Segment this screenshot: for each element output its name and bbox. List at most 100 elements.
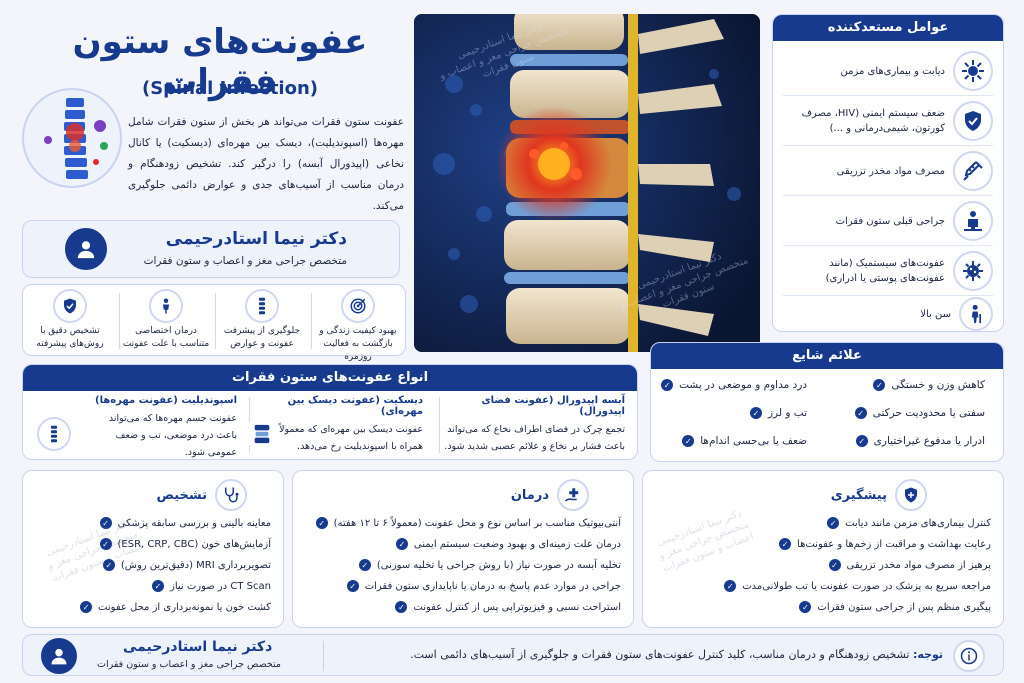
risk-factor-item: مصرف مواد مخدر تزریقی: [783, 149, 993, 193]
diagnosis-header: تشخیص: [156, 479, 247, 511]
risk-factor-label: دیابت و بیماری‌های مزمن: [840, 65, 945, 77]
note-text: تشخیص زودهنگام و درمان مناسب، کلید کنترل…: [410, 648, 910, 661]
symptom-item: ✓ ادرار یا مدفوع غیراختیاری: [855, 435, 985, 447]
diagnosis-item: ✓معاینه بالینی و بررسی سابقه پزشکی: [99, 517, 271, 529]
doctor-role: متخصص جراحی مغز و اعصاب و ستون فقرات: [143, 255, 347, 267]
risk-factor-item: ضعف سیستم ایمنی (HIV، مصرف کورتون، شیمی‌…: [783, 99, 993, 143]
diagnosis-card: تشخیص ✓معاینه بالینی و بررسی سابقه پزشکی…: [22, 470, 284, 628]
infection-type-item: آبسه اپیدورال (عفونت فضای اپیدورال) تجمع…: [439, 395, 625, 457]
diagnosis-item: ✓تصویربرداری MRI (دقیق‌ترین روش): [102, 559, 271, 571]
prevention-item: ✓رعایت بهداشت و مراقبت از زخم‌ها و عفونت…: [779, 538, 991, 550]
info-icon: [953, 640, 985, 672]
risk-factor-label: عفونت‌های سیستمیک (مانند عفونت‌های پوستی…: [825, 258, 945, 284]
disc-icon: [245, 417, 279, 451]
check-icon: ✓: [80, 601, 93, 613]
check-icon: ✓: [99, 517, 112, 529]
infection-type-desc: تجمع چرک در فضای اطراف نخاع که می‌تواند …: [444, 424, 625, 452]
symptom-item: ✓ ضعف یا بی‌حسی اندام‌ها: [682, 435, 807, 447]
check-icon: ✓: [828, 559, 841, 571]
check-icon: ✓: [358, 559, 371, 571]
infection-type-desc: عفونت دیسک بین مهره‌ای که معمولاً همراه …: [279, 424, 423, 452]
infection-type-name: اسپوندیلیت (عفونت مهره‌ها): [95, 395, 237, 406]
risk-factor-item: دیابت و بیماری‌های مزمن: [783, 49, 993, 93]
benefit-label: تشخیص دقیق با روش‌های پیشرفته: [36, 326, 104, 349]
doctor-name: دکتر نیما استادرحیمی: [165, 229, 347, 249]
virus-icon: [953, 51, 993, 91]
shield-check-icon: [53, 289, 87, 323]
page-title: عفونت‌های ستون فقرات: [72, 22, 368, 102]
benefit-item: تشخیص دقیق با روش‌های پیشرفته: [23, 289, 117, 351]
treatment-title: درمان: [510, 487, 549, 503]
doctor-card: دکتر نیما استادرحیمی متخصص جراحی مغز و ا…: [22, 220, 400, 278]
check-icon: ✓: [682, 435, 695, 447]
infection-type-name: آبسه اپیدورال (عفونت فضای اپیدورال): [481, 395, 625, 417]
check-icon: ✓: [99, 538, 112, 550]
surgery-icon: [953, 201, 993, 241]
treatment-item: ✓آنتی‌بیوتیک مناسب بر اساس نوع و محل عفو…: [315, 517, 621, 529]
treatment-card: درمان ✓آنتی‌بیوتیک مناسب بر اساس نوع و م…: [292, 470, 634, 628]
symptom-item: ✓ درد مداوم و موضعی در پشت: [661, 379, 807, 391]
shield-plus-icon: [895, 479, 927, 511]
spine-icon: [245, 289, 279, 323]
target-icon: [341, 289, 375, 323]
prevention-card: پیشگیری ✓کنترل بیماری‌های مزمن مانند دیا…: [642, 470, 1004, 628]
risk-factors-title: عوامل مستعدکننده: [773, 15, 1003, 41]
diagnosis-item: ✓CT Scan در صورت نیاز: [152, 580, 271, 592]
check-icon: ✓: [779, 538, 792, 550]
check-icon: ✓: [724, 580, 737, 592]
treatment-item: ✓درمان علت زمینه‌ای و بهبود وضعیت سیستم …: [395, 538, 621, 550]
check-icon: ✓: [346, 580, 359, 592]
vertebra-icon: [37, 417, 71, 451]
check-icon: ✓: [395, 601, 408, 613]
infection-type-name: دیسکیت (عفونت دیسک بین مهره‌ای): [287, 395, 423, 417]
treatment-item: ✓تخلیه آبسه در صورت نیاز (با روش جراحی ی…: [358, 559, 621, 571]
risk-factor-item: جراحی قبلی ستون فقرات: [783, 199, 993, 243]
note-label: توجه:: [912, 648, 943, 661]
diagnosis-item: ✓آزمایش‌های خون (ESR, CRP, CBC): [99, 538, 271, 550]
stethoscope-icon: [215, 479, 247, 511]
check-icon: ✓: [315, 517, 328, 529]
prevention-header: پیشگیری: [831, 479, 927, 511]
risk-factor-item: سن بالا: [783, 297, 993, 331]
treatment-item: ✓جراحی در موارد عدم پاسخ به درمان یا ناپ…: [346, 580, 621, 592]
treatment-item: ✓استراحت نسبی و فیزیوتراپی پس از کنترل ع…: [395, 601, 621, 613]
benefit-item: بهبود کیفیت زندگی و بازگشت به فعالیت روز…: [311, 289, 405, 364]
doctor-avatar-icon: [65, 228, 107, 270]
benefit-label: جلوگیری از پیشرفت عفونت و عوارض: [223, 326, 301, 349]
risk-factor-item: عفونت‌های سیستمیک (مانند عفونت‌های پوستی…: [783, 249, 993, 293]
page-subtitle: (Spinal Infection): [141, 78, 319, 99]
intro-paragraph: عفونت ستون فقرات می‌تواند هر بخش از ستون…: [128, 116, 404, 212]
symptoms-title: علائم شایع: [651, 343, 1003, 369]
benefit-item: درمان اختصاصی متناسب با علت عفونت: [119, 289, 213, 351]
benefit-label: بهبود کیفیت زندگی و بازگشت به فعالیت روز…: [319, 326, 397, 362]
spine-illustration: [22, 88, 122, 188]
prevention-item: ✓پرهیز از مصرف مواد مخدر تزریقی: [828, 559, 991, 571]
diagnosis-item: ✓کشت خون یا نمونه‌برداری از محل عفونت: [80, 601, 271, 613]
check-icon: ✓: [395, 538, 408, 550]
risk-factor-label: ضعف سیستم ایمنی (HIV، مصرف کورتون، شیمی‌…: [801, 108, 945, 134]
symptom-item: ✓ تب و لرز: [749, 407, 807, 419]
prevention-title: پیشگیری: [830, 487, 887, 503]
diagnosis-title: تشخیص: [156, 487, 207, 503]
shield-check-icon: [953, 101, 993, 141]
syringe-icon: [953, 151, 993, 191]
footer-bar: دکتر نیما استادرحیمی متخصص جراحی مغز و ا…: [22, 634, 1004, 676]
check-icon: ✓: [749, 407, 762, 419]
infection-types-card: انواع عفونت‌های ستون فقرات آبسه اپیدورال…: [22, 364, 638, 460]
infection-type-desc: عفونت جسم مهره‌ها که می‌تواند باعث درد م…: [108, 413, 237, 458]
risk-factors-card: عوامل مستعدکننده دیابت و بیماری‌های مزمن…: [772, 14, 1004, 332]
check-icon: ✓: [799, 601, 812, 613]
risk-factor-label: مصرف مواد مخدر تزریقی: [836, 165, 945, 177]
risk-factor-label: جراحی قبلی ستون فقرات: [835, 215, 945, 227]
benefit-label: درمان اختصاصی متناسب با علت عفونت: [122, 326, 210, 349]
footer-note: توجه: تشخیص زودهنگام و درمان مناسب، کلید…: [410, 648, 943, 661]
benefit-item: جلوگیری از پیشرفت عفونت و عوارض: [215, 289, 309, 351]
check-icon: ✓: [152, 580, 164, 592]
risk-factor-label: سن بالا: [920, 308, 951, 320]
person-icon: [149, 289, 183, 323]
elderly-icon: [959, 297, 993, 331]
check-icon: ✓: [855, 435, 868, 447]
check-icon: ✓: [661, 379, 674, 391]
